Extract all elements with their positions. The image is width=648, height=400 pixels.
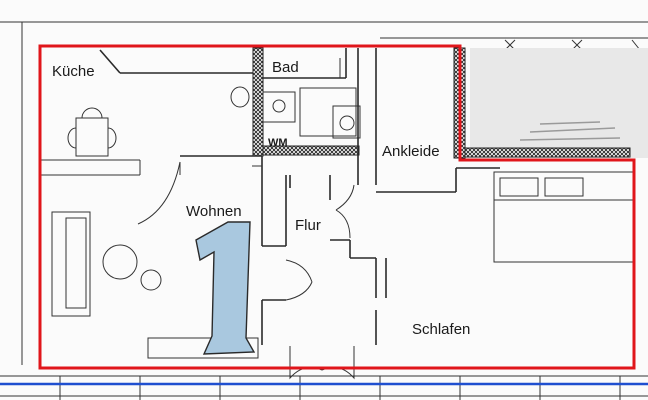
room-label-wm: WM — [268, 137, 288, 149]
unit-number-graphic: 1 — [195, 221, 256, 355]
redacted-image-area — [470, 48, 648, 158]
outer-building-lines — [0, 21, 648, 400]
redacted-texture — [519, 121, 621, 141]
room-label-schlafen: Schlafen — [412, 321, 470, 338]
room-label-ankleide: Ankleide — [382, 143, 440, 160]
room-label-flur: Flur — [295, 217, 321, 234]
room-label-wohnen: Wohnen — [186, 203, 242, 220]
room-label-kueche: Küche — [52, 63, 95, 80]
apartment-outline — [38, 44, 636, 370]
room-label-bad: Bad — [272, 59, 299, 76]
